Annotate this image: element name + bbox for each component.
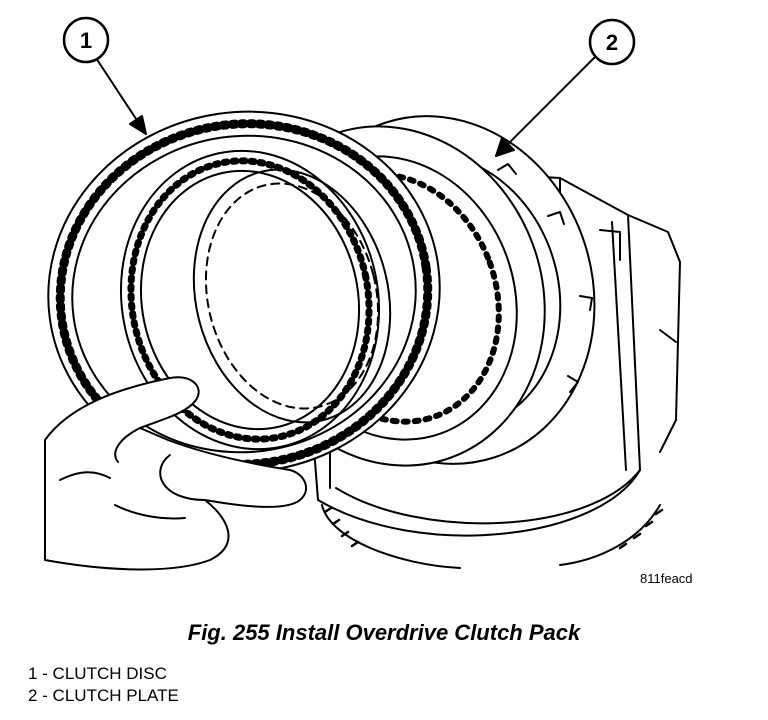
clutch-disc-front bbox=[47, 110, 441, 474]
hand bbox=[44, 376, 308, 571]
callout-1-number: 1 bbox=[80, 28, 92, 53]
callout-2-leader bbox=[495, 57, 595, 157]
legend-item-2: 2 - CLUTCH PLATE bbox=[28, 686, 179, 705]
clutch-pack-illustration: 1 2 bbox=[44, 16, 681, 571]
legend-item-1: 1 - CLUTCH DISC bbox=[28, 664, 167, 683]
callout-1-circle bbox=[62, 16, 110, 64]
callout-1-leader bbox=[95, 57, 147, 135]
figure-caption: Fig. 255 Install Overdrive Clutch Pack bbox=[187, 620, 581, 645]
legend: 1 - CLUTCH DISC 2 - CLUTCH PLATE bbox=[28, 663, 179, 707]
callout-2-number: 2 bbox=[606, 30, 618, 55]
art-code: 811feacd bbox=[640, 571, 693, 586]
callout-2-circle bbox=[588, 18, 636, 66]
